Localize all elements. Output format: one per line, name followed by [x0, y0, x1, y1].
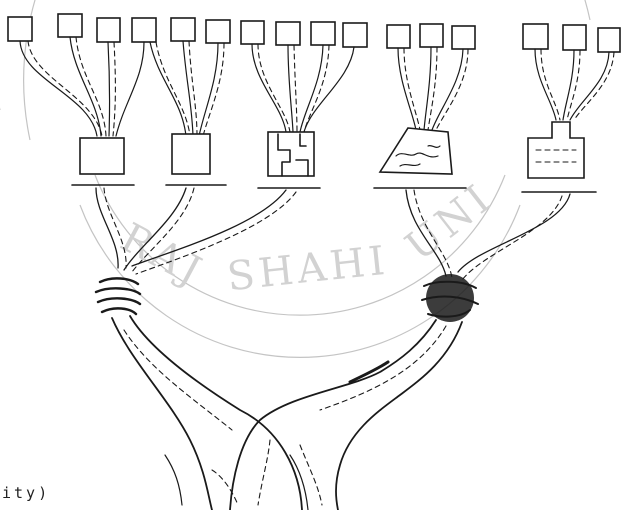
caption-fragment: ity): [2, 484, 51, 502]
leaf-box: [597, 27, 621, 53]
node-building-block: [527, 121, 585, 179]
leaf-box: [310, 21, 336, 46]
leaf-box: [96, 17, 121, 43]
leaf-box: [419, 23, 444, 48]
leaf-strands: [19, 36, 615, 137]
watermark-seal: RAJ SHAHI UNI: [0, 0, 591, 358]
knot-left: [94, 277, 142, 316]
leaf-box: [451, 25, 476, 50]
leaf-boxes: [7, 13, 621, 53]
leaf-box: [342, 22, 368, 48]
leaf-box: [240, 20, 265, 45]
leaf-box: [522, 23, 549, 50]
leaf-box: [275, 21, 301, 46]
branches: [95, 187, 571, 281]
watermark-text-right: UNI: [397, 175, 501, 271]
node-plain-square-2: [171, 133, 211, 175]
node-maze-square: [267, 131, 315, 177]
leaf-box: [562, 24, 587, 51]
leaf-box: [131, 17, 157, 43]
trunk: [111, 315, 463, 510]
leaf-box: [386, 24, 411, 49]
group-nodes: [71, 121, 597, 193]
knot-right: [421, 274, 479, 322]
leaf-box: [205, 19, 231, 44]
leaf-box: [57, 13, 83, 38]
leaf-box: [7, 16, 33, 42]
leaf-box: [170, 17, 196, 42]
node-map-trapezoid: [378, 127, 453, 175]
watermark-text-mid: SHAHI: [225, 238, 391, 301]
node-plain-square-1: [79, 137, 125, 175]
